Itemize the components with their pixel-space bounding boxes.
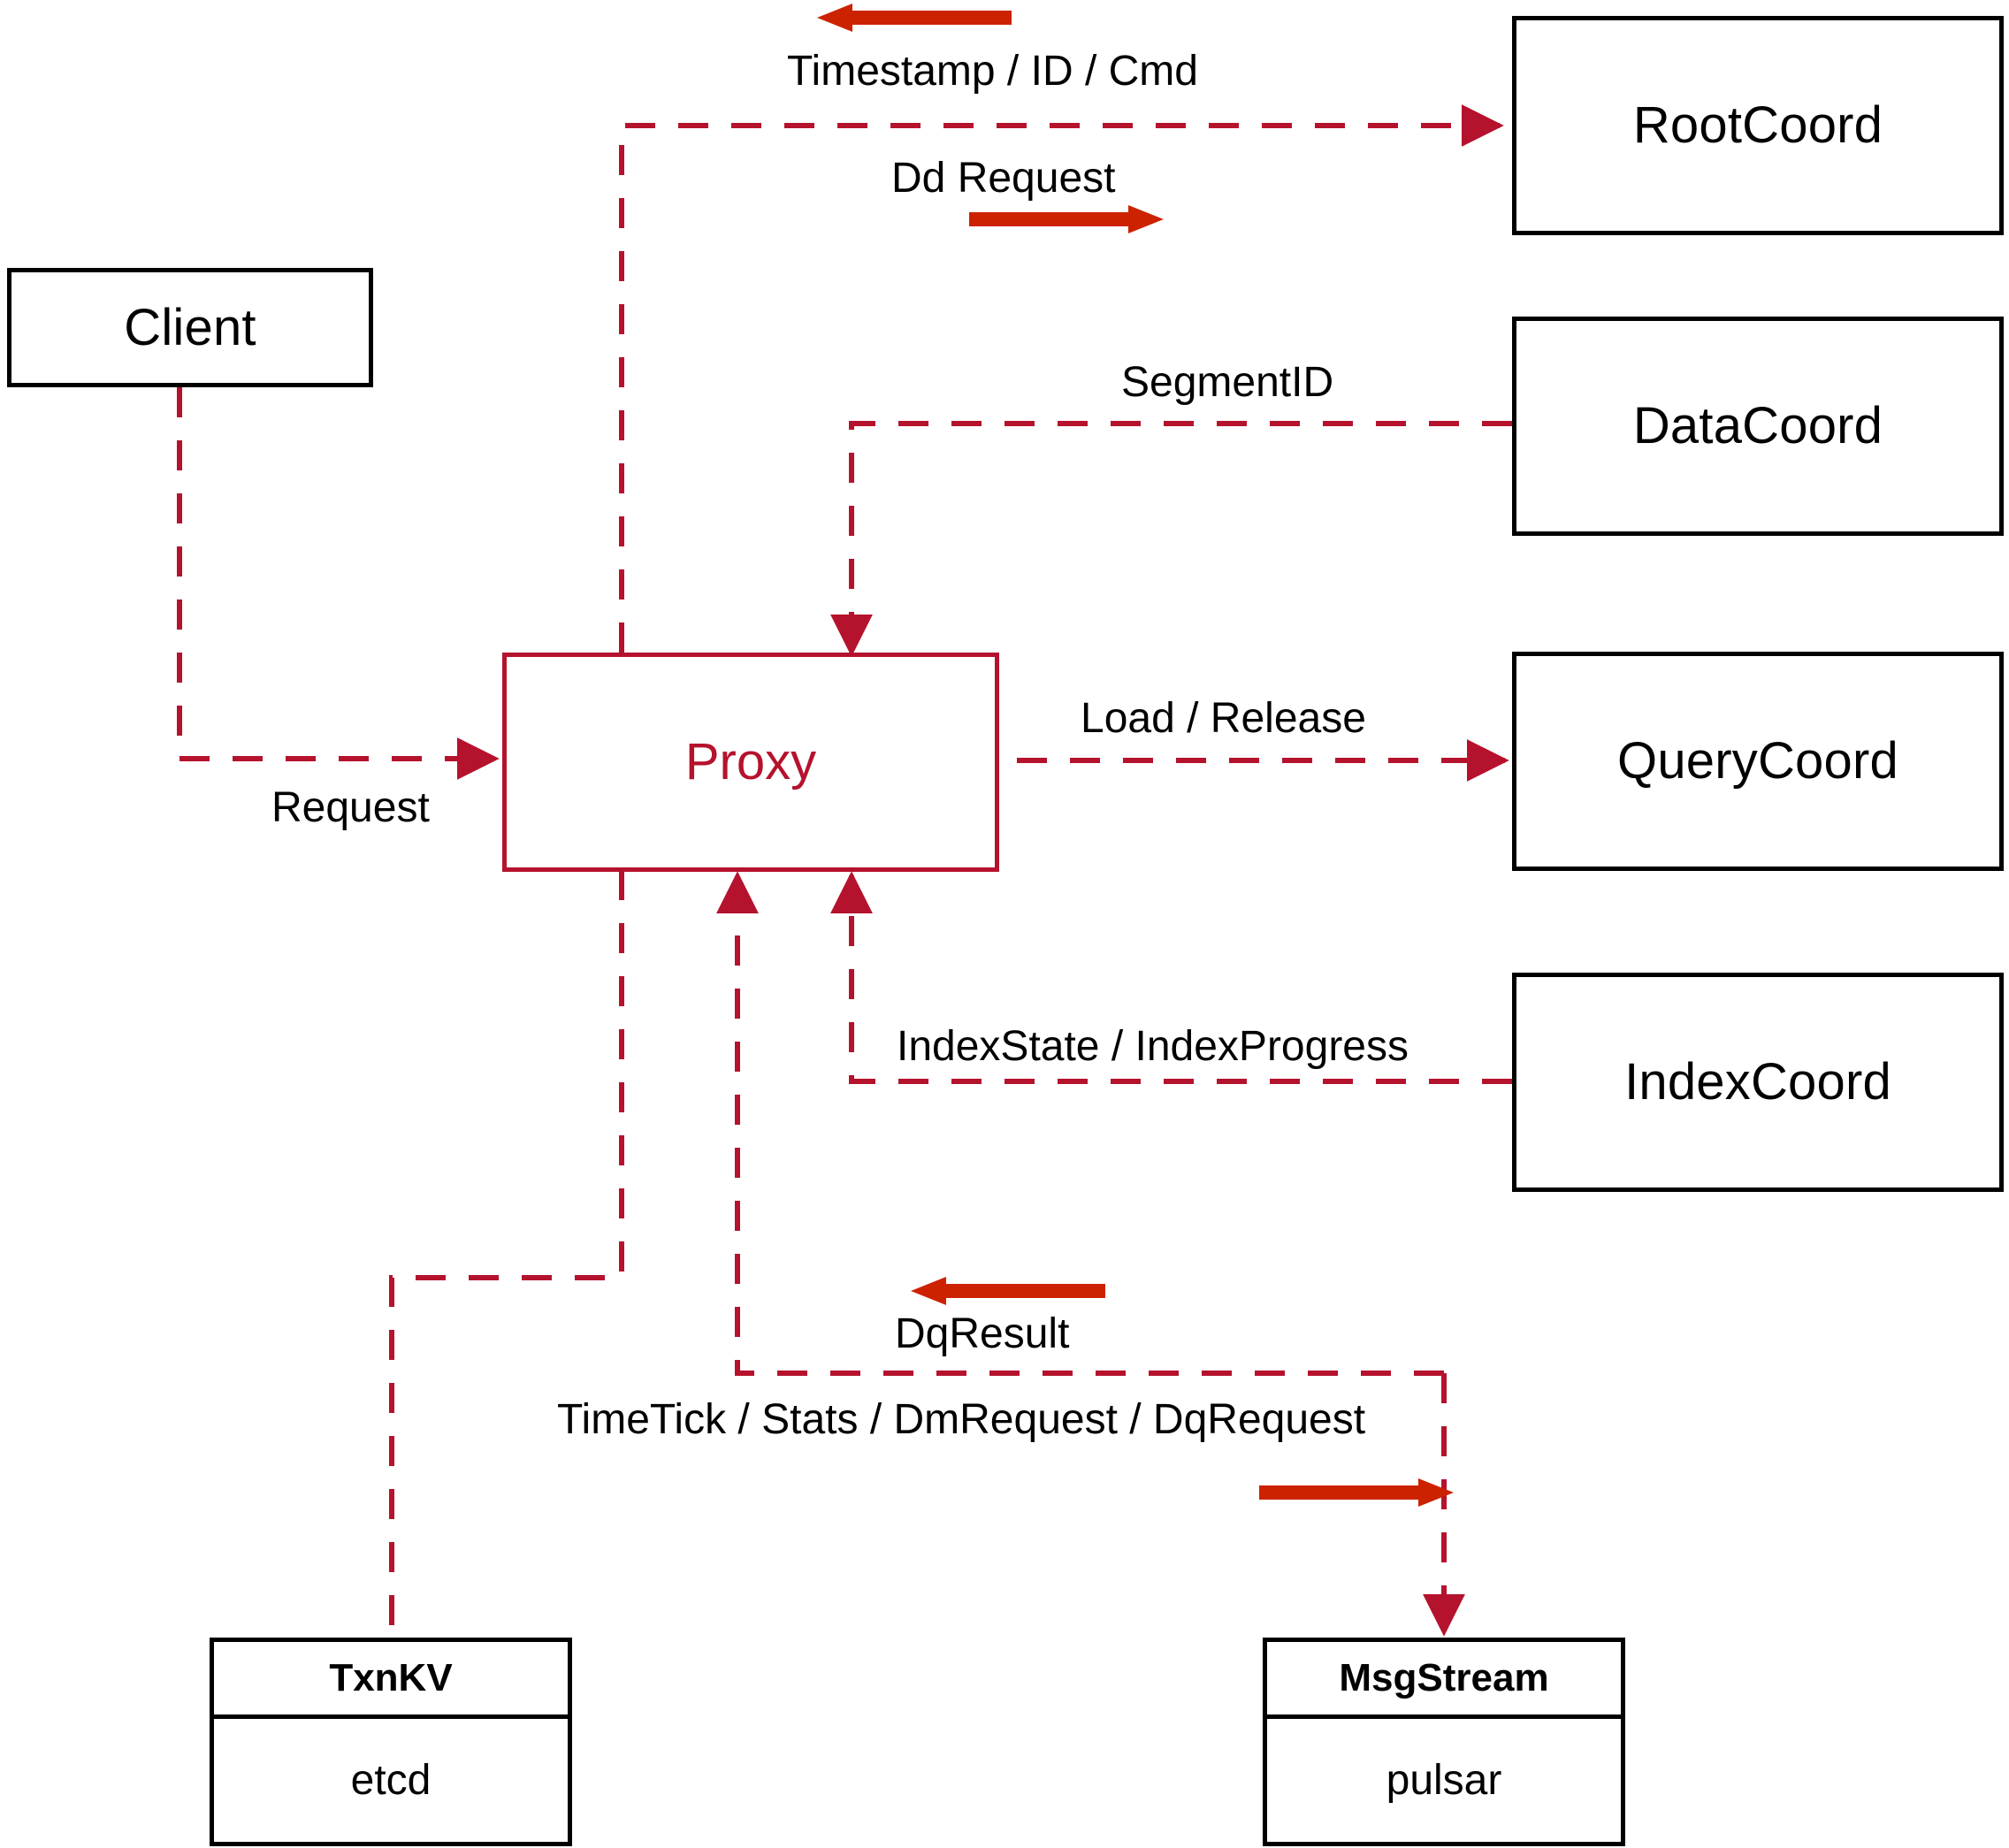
node-txnkv-impl: etcd — [350, 1757, 432, 1804]
edge-proxy-rootcoord — [619, 104, 1504, 653]
node-proxy-label: Proxy — [684, 733, 817, 790]
node-client-label: Client — [124, 298, 256, 356]
node-txnkv[interactable]: TxnKV etcd — [210, 1638, 572, 1846]
node-datacoord[interactable]: DataCoord — [1512, 317, 2004, 536]
node-msgstream-title: MsgStream — [1267, 1642, 1621, 1719]
node-querycoord-label: QueryCoord — [1617, 732, 1898, 790]
node-indexcoord[interactable]: IndexCoord — [1512, 973, 2004, 1192]
edge-proxy-txnkv — [389, 870, 624, 1638]
edge-msgstream-proxy — [716, 871, 1444, 1376]
node-msgstream-impl: pulsar — [1386, 1757, 1502, 1804]
edge-client-proxy — [177, 387, 500, 780]
node-rootcoord[interactable]: RootCoord — [1512, 16, 2004, 235]
direction-arrow-dd-request — [969, 205, 1164, 233]
node-querycoord[interactable]: QueryCoord — [1512, 652, 2004, 871]
node-rootcoord-label: RootCoord — [1632, 96, 1883, 154]
edge-label-dd-request: Dd Request — [891, 155, 1116, 202]
edge-label-load-release: Load / Release — [1081, 695, 1366, 742]
edge-label-request: Request — [271, 784, 430, 831]
node-proxy[interactable]: Proxy — [502, 653, 999, 872]
edge-label-dq-result: DqResult — [895, 1310, 1070, 1357]
edge-label-segment-id: SegmentID — [1121, 359, 1334, 406]
direction-arrow-timetick — [1259, 1478, 1454, 1507]
direction-arrows — [817, 4, 1454, 1507]
node-indexcoord-label: IndexCoord — [1624, 1053, 1891, 1111]
node-msgstream[interactable]: MsgStream pulsar — [1263, 1638, 1625, 1846]
node-txnkv-title: TxnKV — [214, 1642, 568, 1719]
edge-label-timestamp-id-cmd: Timestamp / ID / Cmd — [787, 48, 1198, 95]
direction-arrow-dqresult — [911, 1277, 1105, 1305]
edge-indexcoord-proxy — [830, 871, 1512, 1084]
node-datacoord-label: DataCoord — [1632, 397, 1883, 454]
edge-label-timetick-stats: TimeTick / Stats / DmRequest / DqRequest — [557, 1396, 1366, 1443]
direction-arrow-timestamp — [817, 4, 1012, 32]
edge-label-index-state-progress: IndexState / IndexProgress — [897, 1023, 1409, 1070]
node-client[interactable]: Client — [7, 268, 373, 387]
edge-datacoord-proxy — [830, 421, 1512, 657]
